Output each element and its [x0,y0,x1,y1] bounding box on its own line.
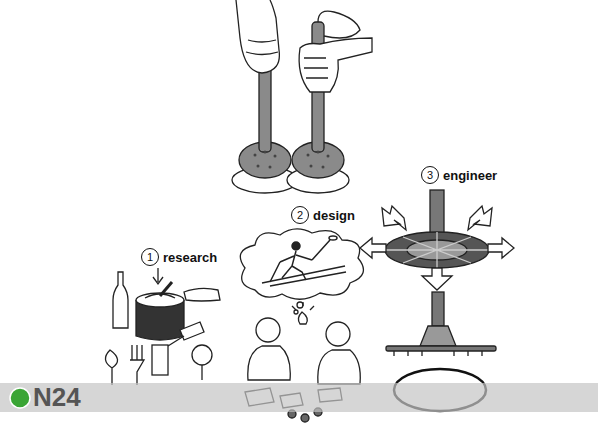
research-kitchen [201,365,202,380]
masher-dots [269,166,272,169]
skier-figure [262,236,346,286]
masher-photo-left [236,0,279,73]
research-kitchen [130,345,144,385]
design-thought-cloud [240,229,363,314]
skier-figure [270,240,330,282]
masher-photo-left [246,40,278,55]
designers-at-desk [318,350,361,384]
callout-number: 1 [141,248,159,266]
step-marker: 3 engineer [421,166,497,184]
research-kitchen [105,350,117,385]
masher-photo-right [287,11,372,193]
engineer-masher [360,238,386,258]
designers-at-desk [298,312,307,324]
engineer-masher [385,232,489,268]
research-kitchen [184,288,220,301]
engineer-masher [468,206,492,230]
step-heading: research [163,250,217,265]
engineer-masher [386,346,496,351]
skier-figure [292,242,300,250]
masher-dots [307,154,310,157]
step-marker: 2 design [291,206,355,224]
masher-dots [327,155,330,158]
masher-photo-right [304,58,328,78]
masher-dots [254,154,257,157]
masher-dots [264,151,267,154]
research-kitchen [105,268,220,385]
masher-dots [274,155,277,158]
designers-at-desk [292,302,314,310]
engineer-masher [382,206,406,230]
research-kitchen [152,345,168,375]
designers-at-desk [301,414,309,422]
engineer-masher [422,268,452,290]
masher-photo-right [299,38,372,92]
step-marker: 1 research [141,248,217,266]
engineer-masher [394,351,482,356]
engineer-masher [385,232,489,268]
step-heading: design [313,208,355,223]
engineer-masher [432,292,444,326]
watermark-bar [0,383,598,412]
engineer-masher [430,190,444,236]
research-kitchen [192,345,212,365]
skier-figure [262,266,346,286]
masher-dots [310,165,313,168]
design-thought-cloud [240,229,363,299]
engineer-masher [360,190,514,411]
masher-dots [254,151,330,169]
watermark-text: N24 [33,383,81,412]
design-thought-cloud [294,310,298,314]
design-thought-cloud [297,302,303,308]
masher-photo-left [232,0,298,193]
callout-number: 2 [291,206,309,224]
callout-number: 3 [421,166,439,184]
engineer-masher [420,326,456,346]
watermark-bar [10,388,30,408]
research-kitchen [153,268,163,284]
step-heading: engineer [443,168,497,183]
masher-dots [317,151,320,154]
masher-photo-right [318,11,360,38]
masher-dots [322,166,325,169]
masher-dots [257,165,260,168]
skier-figure [329,236,337,240]
designers-at-desk [248,346,291,380]
research-kitchen [160,282,172,296]
engineer-masher [488,238,514,258]
designers-at-desk [326,322,350,346]
research-kitchen [168,322,204,346]
watermark-bar [0,383,598,412]
research-kitchen [113,272,128,328]
designers-at-desk [256,318,280,342]
